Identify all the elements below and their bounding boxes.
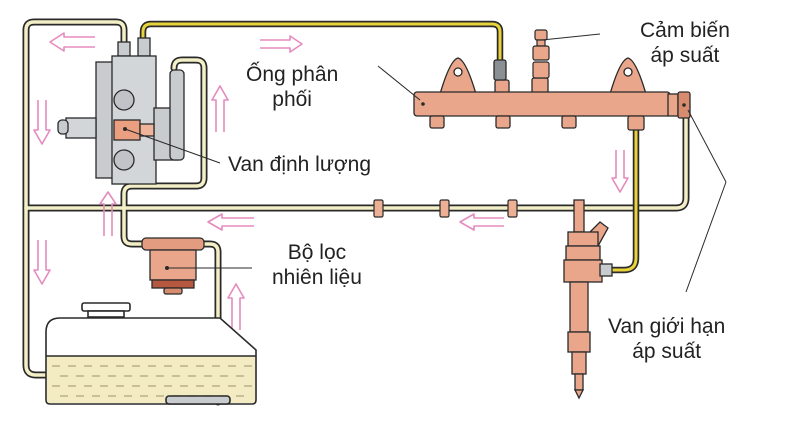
arrow-down (33, 240, 51, 285)
fuel-level (47, 356, 255, 403)
injector (563, 199, 613, 400)
high-pressure-pipes (139, 20, 640, 274)
label-pressure-limiting-valve-line1: Van giới hạn (608, 315, 726, 338)
label-fuel-filter-line1: Bộ lọc (287, 241, 347, 264)
arrow-left (459, 213, 504, 231)
arrow-up (211, 85, 229, 132)
arrow-left (49, 32, 95, 52)
arrow-up (227, 283, 245, 330)
flow-arrows (33, 32, 629, 330)
arrow-down (33, 100, 51, 145)
label-pressure-sensor: Cảm biến áp suất (640, 18, 730, 68)
label-pressure-sensor-line2: áp suất (650, 44, 720, 67)
label-common-rail: Ống phân phối (246, 62, 338, 112)
return-line-connectors (373, 199, 518, 218)
common-rail (413, 57, 691, 131)
arrow-left (207, 213, 254, 231)
arrow-down (611, 150, 629, 193)
label-fuel-filter: Bộ lọc nhiên liệu (272, 240, 362, 290)
label-metering-valve: Van định lượng (228, 153, 372, 176)
arrow-right (260, 35, 303, 53)
fuel-tank (45, 302, 257, 405)
arrow-up (99, 191, 117, 236)
label-common-rail-line1: Ống phân (246, 63, 339, 86)
leader-lines (124, 33, 727, 293)
fuel-filter (141, 237, 205, 295)
pressure-sensor (532, 29, 550, 79)
label-pressure-sensor-line1: Cảm biến (640, 19, 730, 42)
label-pressure-limiting-valve: Van giới hạn áp suất (608, 314, 725, 364)
low-pressure-pipes (22, 18, 690, 406)
label-fuel-filter-line2: nhiên liệu (272, 266, 362, 289)
label-common-rail-line2: phối (272, 88, 312, 111)
high-pressure-pump (57, 37, 185, 185)
label-pressure-limiting-valve-line2: áp suất (632, 340, 702, 363)
